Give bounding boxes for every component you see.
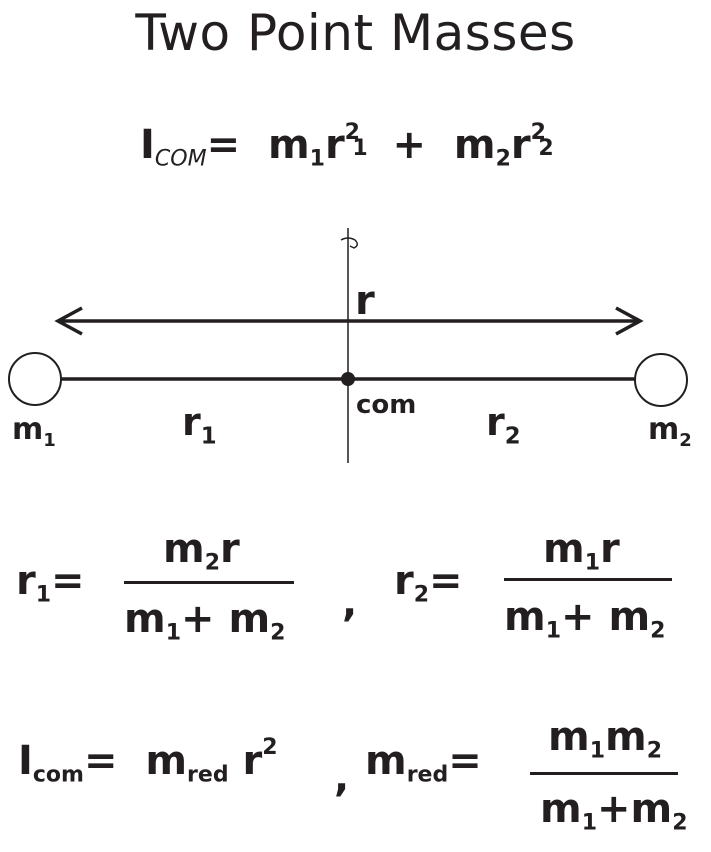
eq3-num-m1: m	[548, 714, 590, 760]
eq3-num-m2-sub: 2	[646, 738, 662, 764]
eq2-r1-letter: r	[16, 558, 36, 604]
arrow-right-head-icon	[615, 306, 644, 336]
eq3-r-sup: 2	[262, 735, 278, 761]
eq2-num2: m1r	[543, 526, 620, 576]
eq2-num2-sub: 1	[584, 550, 600, 576]
eq2-equals-2: =	[429, 558, 463, 604]
eq1-t2-rsub: 2	[538, 136, 554, 162]
eq2-fraction-bar-1	[124, 581, 294, 584]
eq2-den1: m1+ m2	[124, 596, 285, 646]
mass-2-circle	[634, 353, 688, 407]
eq3-den-m2: m	[630, 786, 673, 832]
eq3-m-sub: red	[187, 762, 229, 788]
eq1-lhs: I	[140, 122, 155, 168]
eq3-equals-2: =	[448, 738, 482, 784]
m2-letter: m	[648, 412, 680, 447]
r1-sub: 1	[200, 423, 217, 450]
page-title: Two Point Masses	[135, 4, 576, 62]
eq3-den: m1+m2	[540, 786, 688, 836]
eq2-comma: ,	[342, 580, 358, 626]
eq2-num2-r: r	[600, 526, 620, 572]
eq3-r: r	[242, 738, 263, 784]
eq2-den2-m2: m	[608, 594, 651, 640]
r2-sub: 2	[504, 423, 521, 450]
rotation-arrow-icon	[340, 237, 358, 249]
eq2-equals-1: =	[51, 558, 85, 604]
eq3-equals-1: =	[83, 738, 118, 784]
eq3-comma: ,	[334, 755, 350, 801]
eq3-fraction-bar	[530, 772, 678, 775]
eq2-den1-plus: +	[181, 596, 215, 642]
arrow-left-head-icon	[54, 306, 83, 336]
eq2-r1-sub: 1	[35, 582, 52, 608]
r2-letter: r	[486, 400, 505, 444]
eq2-num1: m2r	[163, 526, 240, 576]
eq2-den2: m1+ m2	[504, 594, 665, 644]
eq2-den2-m1-sub: 1	[545, 618, 561, 644]
eq3-lhs: Icom= mred r2	[18, 735, 278, 788]
m1-sub: 1	[43, 430, 56, 451]
eq3-den-m2-sub: 2	[672, 810, 688, 836]
diagram-com-label: com	[356, 390, 417, 420]
eq1-t1-sup: 2	[344, 119, 360, 145]
eq2-r2-sub: 2	[413, 582, 430, 608]
eq2-num1-r: r	[220, 526, 240, 572]
eq3-mred-sub: red	[406, 762, 449, 788]
diagram-r1-label: r1	[182, 400, 217, 450]
eq1-lhs-sub: COM	[154, 146, 207, 172]
eq1-plus: +	[392, 122, 427, 168]
eq2-num1-m: m	[163, 526, 205, 572]
eq1-t1-m: m	[267, 122, 310, 168]
eq3-i: I	[18, 738, 33, 784]
m2-sub: 2	[679, 430, 692, 451]
com-dot	[341, 372, 355, 386]
eq2-den1-m2: m	[228, 596, 271, 642]
m1-letter: m	[12, 412, 44, 447]
eq2-fraction-bar-2	[504, 578, 672, 581]
diagram-m2-label: m2	[648, 412, 692, 451]
eq3-num-m2: m	[605, 714, 647, 760]
diagram-r-label: r	[355, 278, 375, 324]
eq3-num: m1m2	[548, 714, 662, 764]
eq1-t2-r: r	[510, 122, 531, 168]
eq2-den2-m1: m	[504, 594, 546, 640]
r1-letter: r	[182, 400, 201, 444]
eq1-t2-m: m	[453, 122, 496, 168]
diagram-r2-label: r2	[486, 400, 521, 450]
eq1-t1-r: r	[324, 122, 345, 168]
diagram-m1-label: m1	[12, 412, 56, 451]
eq3-den-m1: m	[540, 786, 582, 832]
eq3-m: m	[145, 738, 188, 784]
eq2-r2-letter: r	[394, 558, 414, 604]
eq3-mred-m: m	[365, 738, 407, 784]
mass-1-circle	[8, 352, 62, 406]
eq3-i-sub: com	[32, 762, 84, 788]
eq3-num-m1-sub: 1	[589, 738, 605, 764]
eq1-t1-sub: 1	[309, 146, 325, 172]
eq2-den2-m2-sub: 2	[650, 618, 666, 644]
eq1-equals: =	[206, 122, 241, 168]
eq3-mred: mred=	[365, 738, 482, 788]
eq2-num2-m: m	[543, 526, 585, 572]
eq2-den1-m1: m	[124, 596, 166, 642]
eq2-r1-lhs: r1=	[16, 558, 85, 608]
eq2-r2-lhs: r2=	[394, 558, 463, 608]
eq3-den-plus: +	[597, 786, 631, 832]
eq2-num1-sub: 2	[204, 550, 220, 576]
eq2-den2-plus: +	[561, 594, 595, 640]
eq1-t2-sup: 2	[530, 119, 546, 145]
eq2-den1-m1-sub: 1	[165, 620, 181, 646]
eq2-den1-m2-sub: 2	[270, 620, 286, 646]
eq1-t1-rsub: 1	[352, 136, 368, 162]
eq1-t2-sub: 2	[495, 146, 511, 172]
eq3-den-m1-sub: 1	[581, 810, 597, 836]
